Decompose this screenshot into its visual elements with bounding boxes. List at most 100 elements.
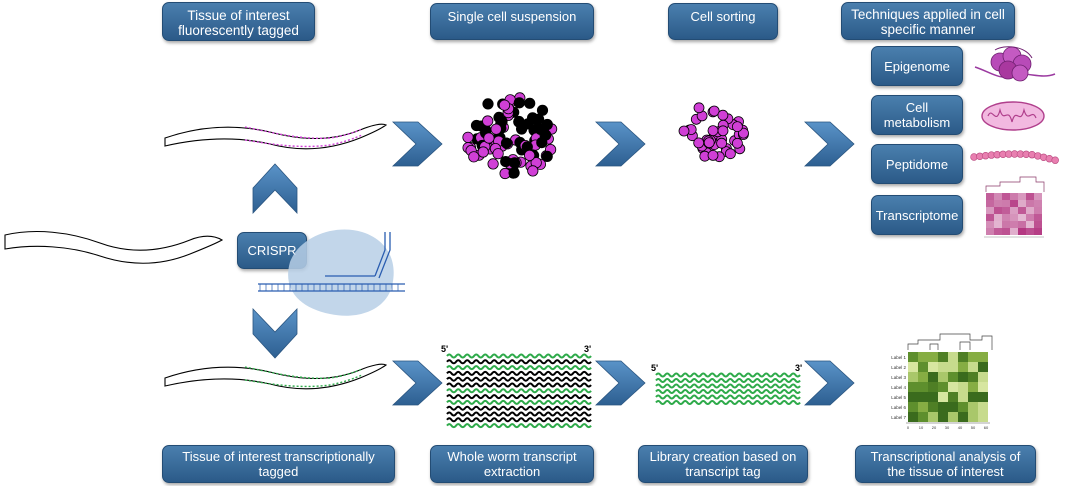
heatmap-cell bbox=[1010, 228, 1018, 235]
heatmap-cell bbox=[938, 372, 948, 382]
black-cell bbox=[536, 137, 548, 149]
black-cell bbox=[536, 104, 549, 116]
arrow-up bbox=[252, 163, 298, 214]
transcript-strand bbox=[446, 376, 592, 382]
heatmap-cell bbox=[1026, 214, 1034, 221]
arrow-right-5 bbox=[595, 360, 646, 406]
heatmap-cell bbox=[1026, 207, 1034, 214]
magenta-cell bbox=[708, 105, 720, 117]
heatmap-cell bbox=[986, 228, 994, 235]
step-library-creation: Library creation based on transcript tag bbox=[638, 445, 808, 483]
magenta-cell bbox=[462, 131, 474, 143]
transcript-strands-mixed bbox=[446, 353, 592, 429]
heatmap-cell bbox=[948, 362, 958, 372]
heatmap-cell bbox=[908, 382, 918, 392]
peptide-bead bbox=[1051, 156, 1059, 164]
heatmap-cell bbox=[948, 412, 958, 422]
heatmap-cell bbox=[918, 372, 928, 382]
heatmap-tick-label: 20 bbox=[932, 425, 937, 430]
heatmap-cell bbox=[918, 362, 928, 372]
heatmap-cell bbox=[1002, 207, 1010, 214]
heatmap-cell bbox=[948, 372, 958, 382]
heatmap-cell bbox=[968, 382, 978, 392]
worm-fluorescent-tagged bbox=[164, 123, 388, 150]
step-tissue-fluorescently-tagged: Tissue of interest fluorescently tagged bbox=[162, 2, 315, 41]
heatmap-cell bbox=[918, 382, 928, 392]
heatmap-cell bbox=[948, 352, 958, 362]
transcript-strand bbox=[446, 405, 592, 411]
worm-transcriptional-tagged bbox=[164, 363, 388, 390]
heatmap-cell bbox=[908, 392, 918, 402]
heatmap-cell bbox=[958, 362, 968, 372]
heatmap-cell bbox=[1034, 193, 1042, 200]
magenta-cell bbox=[523, 149, 536, 161]
heatmap-tick-label: 0 bbox=[907, 425, 910, 430]
heatmap-cell bbox=[1034, 228, 1042, 235]
transcript-strand bbox=[446, 388, 592, 394]
heatmap-cell bbox=[986, 193, 994, 200]
step-whole-worm-transcript-extraction: Whole worm transcript extraction bbox=[430, 445, 594, 483]
transcript-strand bbox=[446, 370, 592, 376]
worm-wildtype bbox=[4, 231, 224, 264]
transcript-strand bbox=[446, 365, 592, 371]
step-single-cell-suspension: Single cell suspension bbox=[430, 3, 594, 40]
step-cell-sorting: Cell sorting bbox=[668, 3, 778, 40]
step-tissue-transcriptionally-tagged: Tissue of interest transcriptionally tag… bbox=[162, 445, 395, 483]
peptide-chain-icon bbox=[970, 150, 1059, 164]
black-cell bbox=[537, 123, 550, 135]
heatmap-cell bbox=[1018, 228, 1026, 235]
black-cell bbox=[524, 97, 536, 109]
heatmap-cell bbox=[928, 402, 938, 412]
heatmap-cell bbox=[1002, 193, 1010, 200]
heatmap-cell bbox=[938, 412, 948, 422]
heatmap-cell bbox=[986, 200, 994, 207]
magenta-cell bbox=[707, 125, 719, 137]
magenta-cell bbox=[732, 137, 743, 149]
magenta-cell bbox=[725, 148, 736, 160]
heatmap-cell bbox=[968, 362, 978, 372]
magenta-cell bbox=[468, 151, 480, 163]
heatmap-tick-label: 50 bbox=[971, 425, 976, 430]
heatmap-row-label: Label 3 bbox=[891, 375, 906, 380]
sorted-cell-cluster bbox=[678, 102, 749, 163]
tagged-transcript-strand bbox=[655, 378, 801, 383]
technique-epigenome: Epigenome bbox=[871, 46, 963, 86]
heatmap-cell bbox=[968, 412, 978, 422]
heatmap-cell bbox=[978, 402, 988, 412]
tagged-transcript-strand bbox=[655, 372, 801, 378]
arrow-right-1 bbox=[392, 121, 443, 167]
heatmap-cell bbox=[958, 352, 968, 362]
heatmap-cell bbox=[978, 382, 988, 392]
heatmap-cell bbox=[1018, 200, 1026, 207]
heatmap-tick-label: 60 bbox=[984, 425, 989, 430]
heatmap-cell bbox=[928, 382, 938, 392]
step-transcriptional-analysis: Transcriptional analysis of the tissue o… bbox=[855, 445, 1036, 483]
black-cell bbox=[482, 98, 494, 110]
transcript-strand bbox=[446, 399, 592, 405]
heatmap-row-label: Label 6 bbox=[891, 405, 906, 410]
heatmap-cell bbox=[938, 402, 948, 412]
black-cell bbox=[508, 167, 520, 179]
magenta-cell bbox=[693, 102, 705, 114]
heatmap-cell bbox=[986, 214, 994, 221]
heatmap-cell bbox=[968, 402, 978, 412]
black-cell bbox=[515, 123, 528, 135]
arrow-right-6 bbox=[804, 360, 855, 406]
tagged-transcript-strand bbox=[655, 394, 801, 400]
heatmap-cell bbox=[938, 382, 948, 392]
heatmap-cell bbox=[938, 352, 948, 362]
heatmap-cell bbox=[1002, 214, 1010, 221]
heatmap-cell bbox=[978, 352, 988, 362]
heatmap-cell bbox=[994, 214, 1002, 221]
heatmap-row-label: Label 5 bbox=[891, 395, 906, 400]
transcript-strand bbox=[446, 353, 592, 359]
transcript-strand bbox=[446, 411, 592, 417]
transcript-strand bbox=[446, 394, 592, 400]
black-cell bbox=[500, 137, 513, 149]
dendrogram bbox=[985, 176, 1045, 192]
heatmap-cell bbox=[986, 221, 994, 228]
heatmap-cell bbox=[1026, 228, 1034, 235]
five-prime-label-library: 5' bbox=[651, 363, 659, 373]
